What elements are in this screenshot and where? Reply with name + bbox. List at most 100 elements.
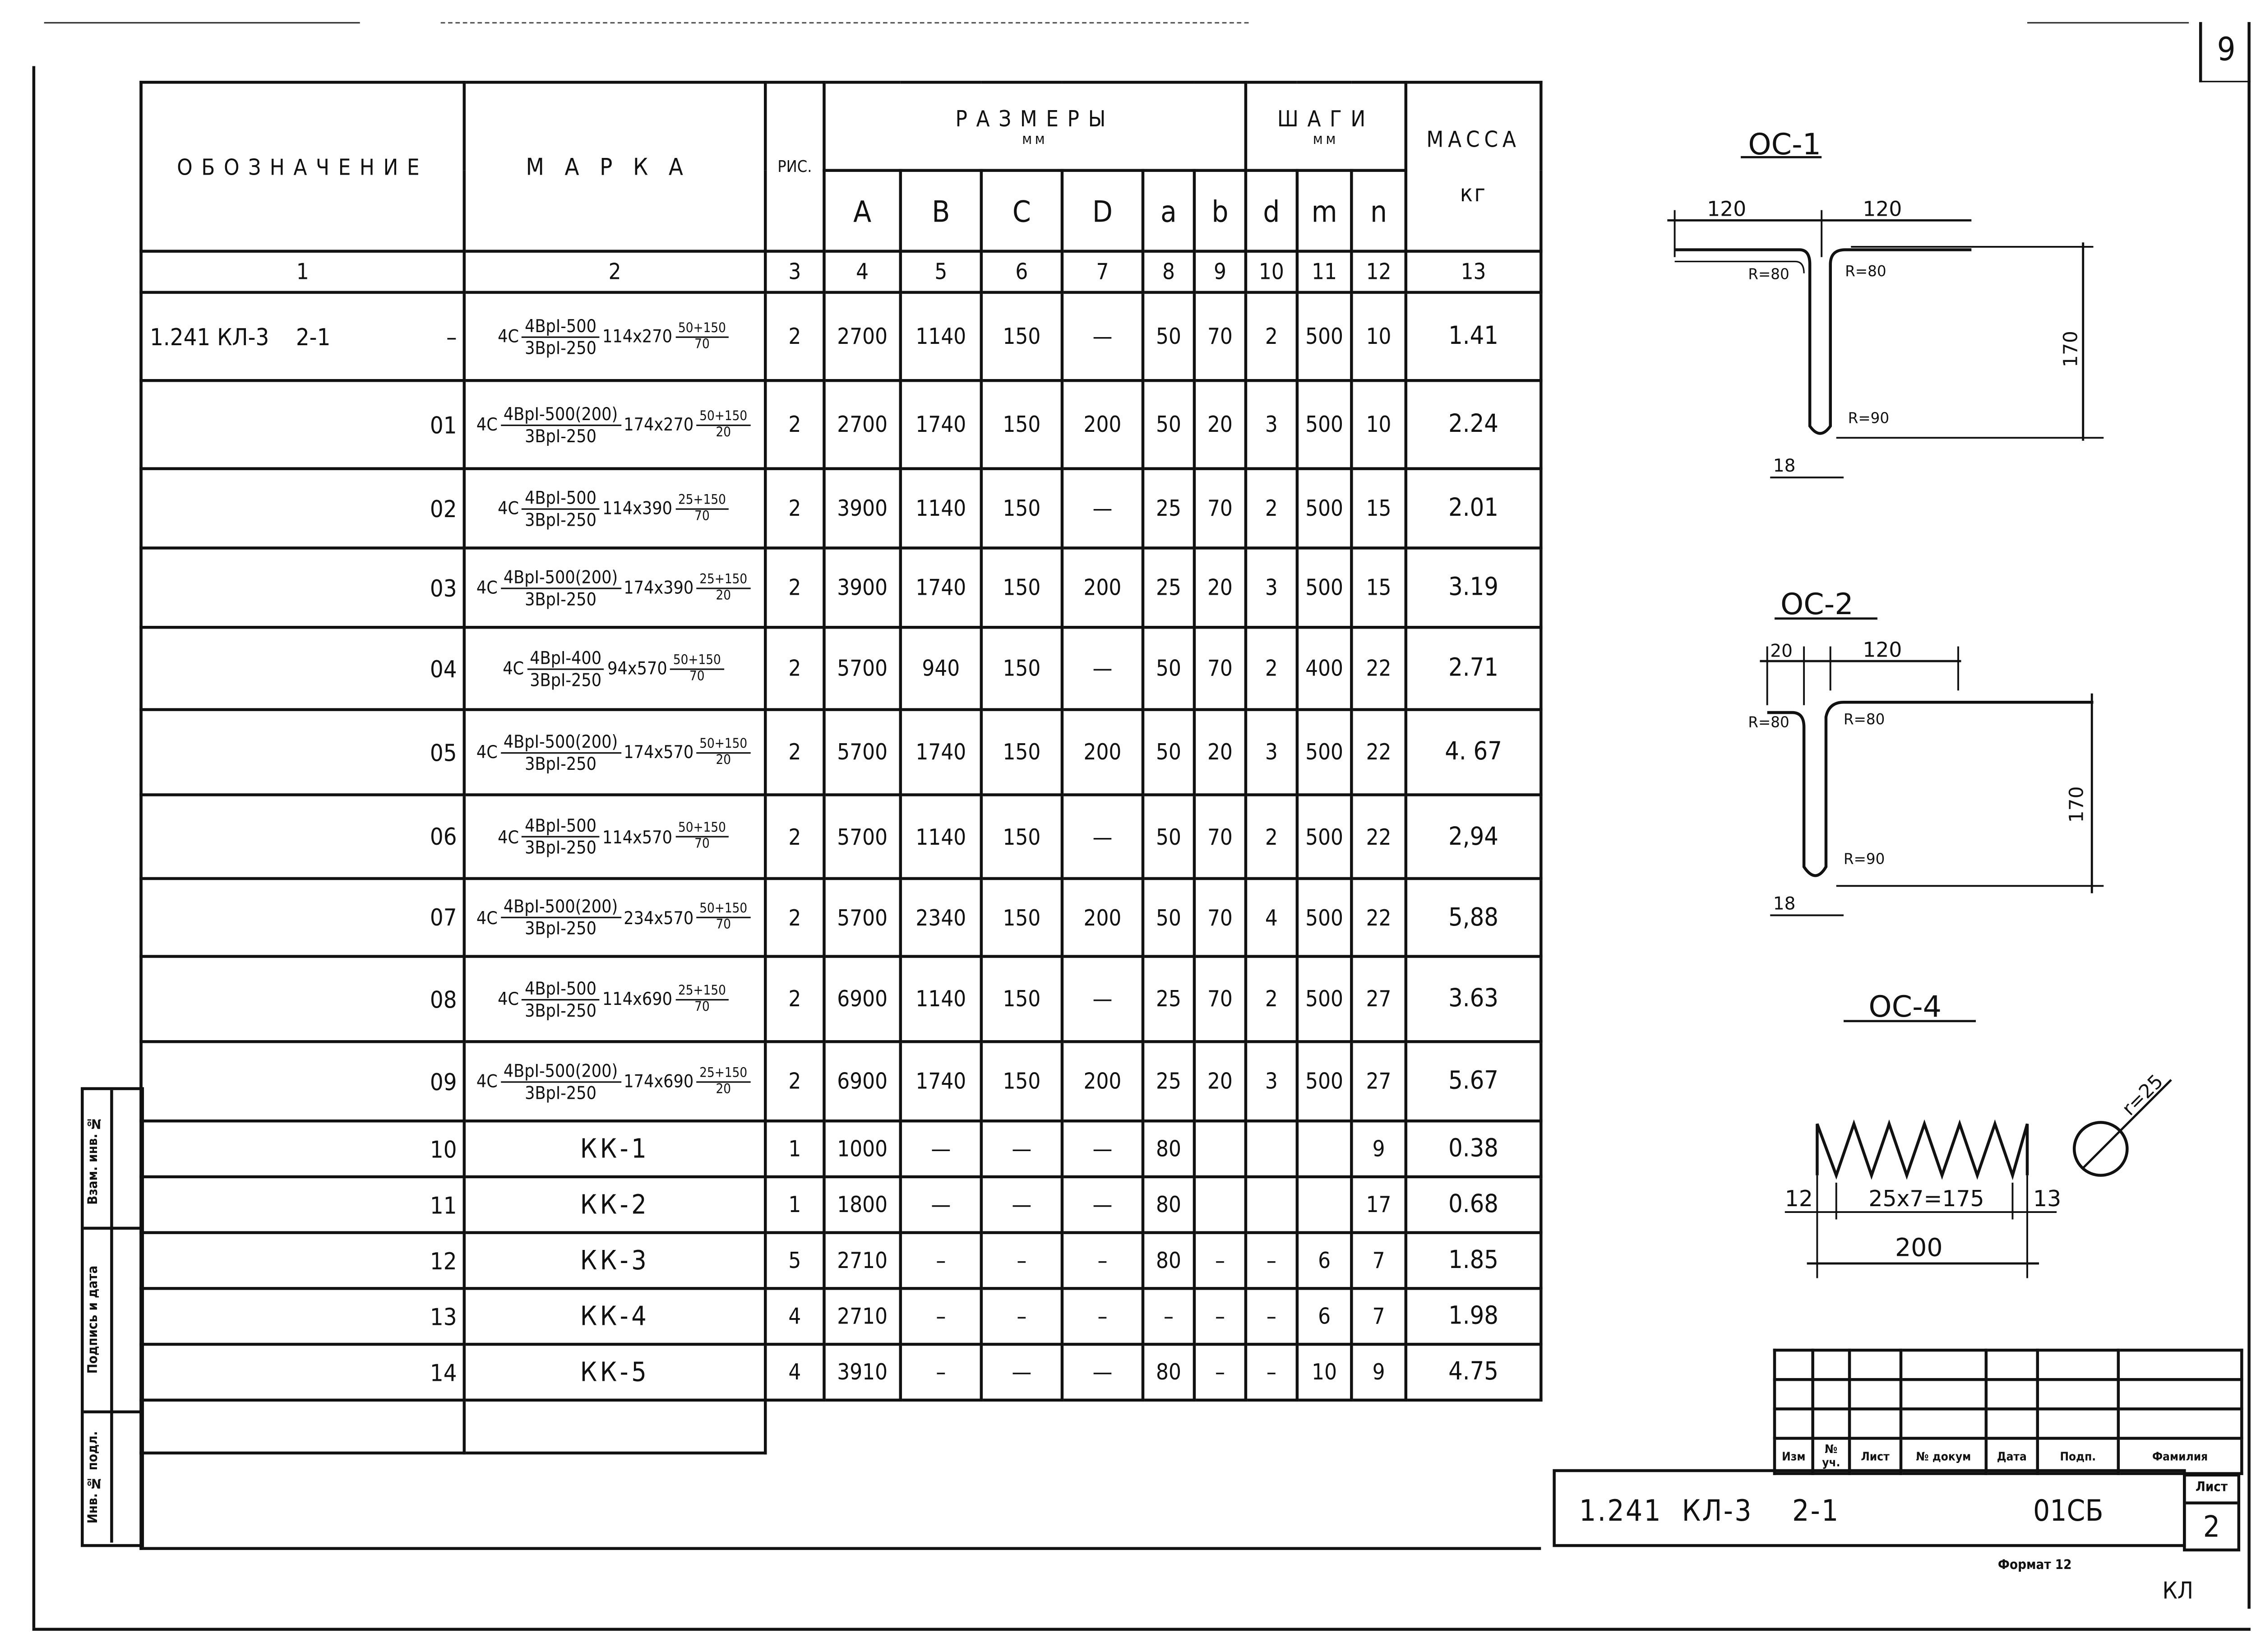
cell-d — [1244, 1175, 1299, 1234]
column-number: 4 — [823, 250, 902, 294]
cell-m: 500 — [1295, 546, 1353, 629]
column-number: 6 — [980, 250, 1064, 294]
header-steps-unit: мм — [1313, 131, 1339, 148]
column-number: 2 — [462, 250, 767, 294]
cell-n: 7 — [1350, 1231, 1408, 1290]
sheet-label: Лист — [2186, 1476, 2238, 1504]
mark-dims: 174x690 — [624, 1071, 694, 1092]
oc4-title: ОС-4 — [1868, 990, 1942, 1024]
revision-header: Дата — [1984, 1437, 2039, 1475]
cell-mass: 0.38 — [1404, 1119, 1543, 1179]
cell-d: – — [1060, 1287, 1145, 1346]
cell-b: 1140 — [899, 467, 983, 550]
column-number: 8 — [1141, 250, 1196, 294]
oc1-dim-left: 120 — [1707, 197, 1746, 221]
cell-a: 80 — [1141, 1231, 1196, 1290]
designation-cell: 04 — [139, 625, 466, 711]
cell-c: 150 — [980, 291, 1064, 382]
cell-fig: 2 — [764, 877, 826, 958]
cell-m: 6 — [1295, 1287, 1353, 1346]
cell-b: 20 — [1193, 379, 1248, 470]
mark-numerator: 4ВрI-500 — [522, 815, 600, 838]
cell-fig: 2 — [764, 546, 826, 629]
cell-n: 22 — [1350, 625, 1408, 711]
revision-header: Лист — [1848, 1437, 1903, 1475]
cell-b: – — [1193, 1342, 1248, 1402]
table-row-empty — [139, 1398, 1541, 1455]
mark-dims: 114x270 — [602, 326, 672, 347]
cell-a: 6900 — [823, 955, 902, 1043]
designation-cell: 13 — [139, 1287, 466, 1346]
cell-d: — — [1060, 793, 1145, 880]
mark-dims: 174x270 — [624, 414, 694, 435]
mark-denominator: 3ВрI-250 — [525, 1082, 597, 1103]
cell-b: 20 — [1193, 1040, 1248, 1123]
cell-m: 500 — [1295, 379, 1353, 470]
header-designation: ОБОЗНАЧЕНИЕ — [139, 81, 466, 253]
mark-step-numerator: 50+150 — [696, 902, 750, 918]
mark-denominator: 3ВрI-250 — [530, 669, 602, 690]
cell-b: 1740 — [899, 1040, 983, 1123]
cell-a: 5700 — [823, 877, 902, 958]
title-block-main: 1.241 КЛ-3 2-1 01СБ — [1553, 1469, 2186, 1547]
cell-b: 20 — [1193, 546, 1248, 629]
cell-a: 80 — [1141, 1175, 1196, 1234]
cell-b: — — [899, 1175, 983, 1234]
cell-b: – — [899, 1287, 983, 1346]
header-mass-label: МАССА — [1426, 126, 1521, 153]
oc1-title: ОС-1 — [1748, 128, 1821, 162]
oc4-section-circle — [2072, 1121, 2129, 1177]
cell-fig: 4 — [764, 1287, 826, 1346]
divider — [83, 1410, 143, 1414]
cell-fig: 2 — [764, 1040, 826, 1123]
cell-m: 6 — [1295, 1231, 1353, 1290]
cell-c: 150 — [980, 708, 1064, 796]
designation-suffix: 12 — [430, 1246, 457, 1275]
mark-dims: 114x390 — [602, 498, 672, 519]
header-sizes-label: РАЗМЕРЫ — [955, 105, 1114, 132]
mark-step-numerator: 25+150 — [675, 984, 729, 1000]
oc1-dim-right: 120 — [1863, 197, 1902, 221]
cell-d: – — [1244, 1231, 1299, 1290]
mark-cell: КК-4 — [462, 1287, 767, 1346]
trim-line — [440, 22, 1249, 24]
mark-denominator: 3ВрI-250 — [525, 837, 597, 858]
oc2-dim-left: 20 — [1770, 641, 1793, 661]
mark-numerator: 4ВрI-500(200) — [500, 731, 621, 753]
mark-step-denominator: 20 — [716, 425, 731, 440]
cell-m: 500 — [1295, 1040, 1353, 1123]
cell-a: 50 — [1141, 625, 1196, 711]
cell-fig: 5 — [764, 1231, 826, 1290]
cell-c: — — [980, 1342, 1064, 1402]
mark-text: КК-4 — [580, 1301, 650, 1332]
mark-numerator: 4ВрI-400 — [527, 647, 605, 670]
assembly-mark: 01СБ — [2033, 1492, 2103, 1528]
cell-n: 10 — [1350, 379, 1408, 470]
cell-a: 80 — [1141, 1342, 1196, 1402]
cell-b: – — [1193, 1231, 1248, 1290]
cell-c: 150 — [980, 793, 1064, 880]
header-steps-label: ШАГИ — [1277, 105, 1374, 132]
mark-denominator: 3ВрI-250 — [525, 1000, 597, 1021]
column-number: 11 — [1295, 250, 1353, 294]
mark-fraction: 4ВрI-500(200)3ВрI-250 — [500, 566, 621, 609]
cell-n: 9 — [1350, 1342, 1408, 1402]
cell-b: – — [1193, 1287, 1248, 1346]
header-sizes-unit: мм — [1022, 131, 1048, 148]
cell-b: 70 — [1193, 877, 1248, 958]
cell-mass: 3.19 — [1404, 546, 1543, 629]
revision-header: Фамилия — [2117, 1437, 2243, 1475]
